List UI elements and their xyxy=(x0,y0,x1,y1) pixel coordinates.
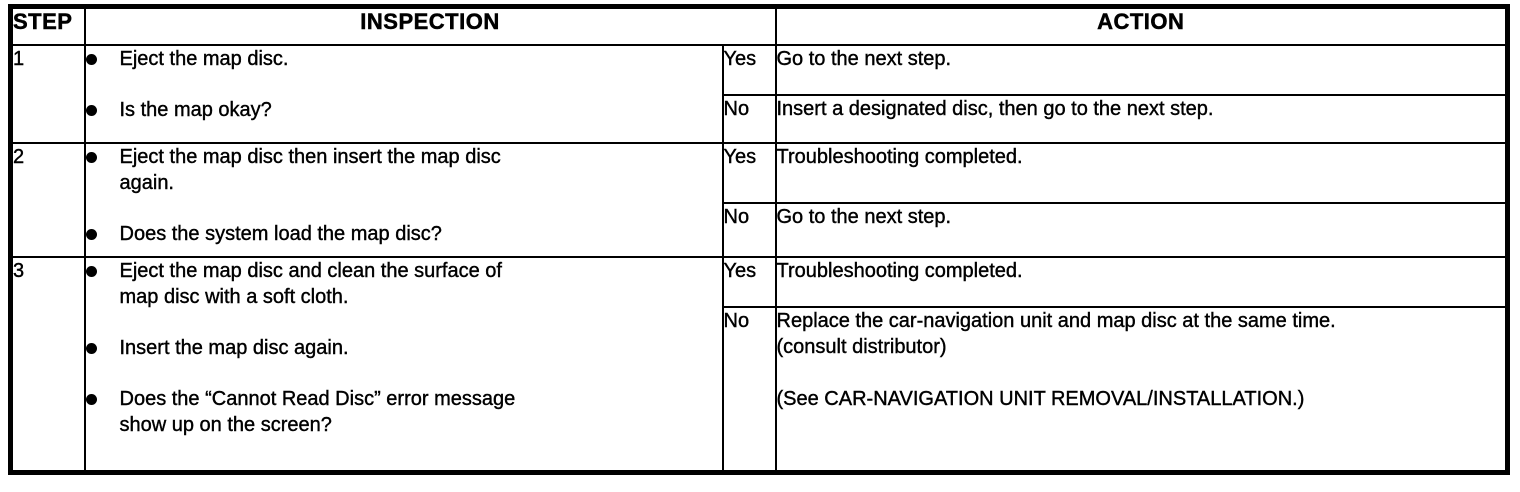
inspection-item: Eject the map disc then insert the map d… xyxy=(85,144,722,196)
table-row: No Go to the next step. xyxy=(11,201,1509,258)
action-text: (See CAR-NAVIGATION UNIT REMOVAL/INSTALL… xyxy=(776,387,1305,410)
table-row: No Insert a designated disc, then go to … xyxy=(11,93,1509,144)
action-cell: Go to the next step. xyxy=(774,201,1509,258)
inspection-cell: Eject the map disc. Is the map okay? xyxy=(83,43,724,144)
yes-label: Yes xyxy=(721,141,777,204)
bullet-icon xyxy=(85,342,97,354)
action-cell: Troubleshooting completed. xyxy=(774,255,1509,308)
action-text: Troubleshooting completed. xyxy=(776,145,1023,168)
bullet-icon xyxy=(85,228,97,240)
action-text: Go to the next step. xyxy=(776,47,952,70)
inspection-item: Insert the map disc again. xyxy=(85,335,722,361)
col-header-action: ACTION xyxy=(774,5,1509,46)
action-text: Go to the next step. xyxy=(776,205,952,228)
step-number: 1 xyxy=(9,43,86,144)
inspection-text: Eject the map disc. xyxy=(119,47,289,70)
step-number: 3 xyxy=(9,255,86,474)
col-header-inspection: INSPECTION xyxy=(83,5,777,46)
inspection-cell: Eject the map disc then insert the map d… xyxy=(83,141,724,258)
bullet-icon xyxy=(85,265,97,277)
table-row: 1 Eject the map disc. Is the map okay? Y… xyxy=(9,43,1509,144)
action-cell: Replace the car-navigation unit and map … xyxy=(774,305,1509,474)
inspection-text: Eject the map disc and clean the surface… xyxy=(119,259,502,308)
table-row: No Replace the car-navigation unit and m… xyxy=(11,305,1509,474)
action-cell: Insert a designated disc, then go to the… xyxy=(774,93,1509,144)
header-row: STEP INSPECTION ACTION xyxy=(9,5,1509,46)
inspection-item: Does the “Cannot Read Disc” error messag… xyxy=(85,386,722,438)
inspection-text: Does the system load the map disc? xyxy=(119,222,442,245)
table-row: 3 Eject the map disc and clean the surfa… xyxy=(9,255,1509,474)
action-text: (consult distributor) xyxy=(776,335,947,358)
action-text: Insert a designated disc, then go to the… xyxy=(776,97,1214,120)
no-label: No xyxy=(721,201,777,258)
inspection-item: Eject the map disc. xyxy=(85,46,722,72)
inspection-item: Is the map okay? xyxy=(85,97,722,123)
inspection-text: Is the map okay? xyxy=(119,98,272,121)
table-row: 2 Eject the map disc then insert the map… xyxy=(9,141,1509,258)
troubleshooting-table: STEP INSPECTION ACTION 1 Eject the map d… xyxy=(8,4,1510,475)
step-number: 2 xyxy=(9,141,86,258)
yes-label: Yes xyxy=(721,255,777,308)
inspection-cell: Eject the map disc and clean the surface… xyxy=(83,255,724,474)
inspection-text: Eject the map disc then insert the map d… xyxy=(119,145,501,194)
action-cell: Go to the next step. xyxy=(774,43,1509,96)
bullet-icon xyxy=(85,53,97,65)
inspection-text: Does the “Cannot Read Disc” error messag… xyxy=(119,387,516,436)
inspection-text: Insert the map disc again. xyxy=(119,336,349,359)
no-label: No xyxy=(721,93,777,144)
yes-label: Yes xyxy=(721,43,777,96)
bullet-icon xyxy=(85,151,97,163)
no-label: No xyxy=(721,305,777,474)
inspection-item: Does the system load the map disc? xyxy=(85,221,722,247)
inspection-item: Eject the map disc and clean the surface… xyxy=(85,258,722,310)
action-text: Troubleshooting completed. xyxy=(776,259,1023,282)
action-text: Replace the car-navigation unit and map … xyxy=(776,309,1336,332)
col-header-step: STEP xyxy=(9,5,86,46)
bullet-icon xyxy=(85,393,97,405)
bullet-icon xyxy=(85,104,97,116)
action-cell: Troubleshooting completed. xyxy=(774,141,1509,204)
